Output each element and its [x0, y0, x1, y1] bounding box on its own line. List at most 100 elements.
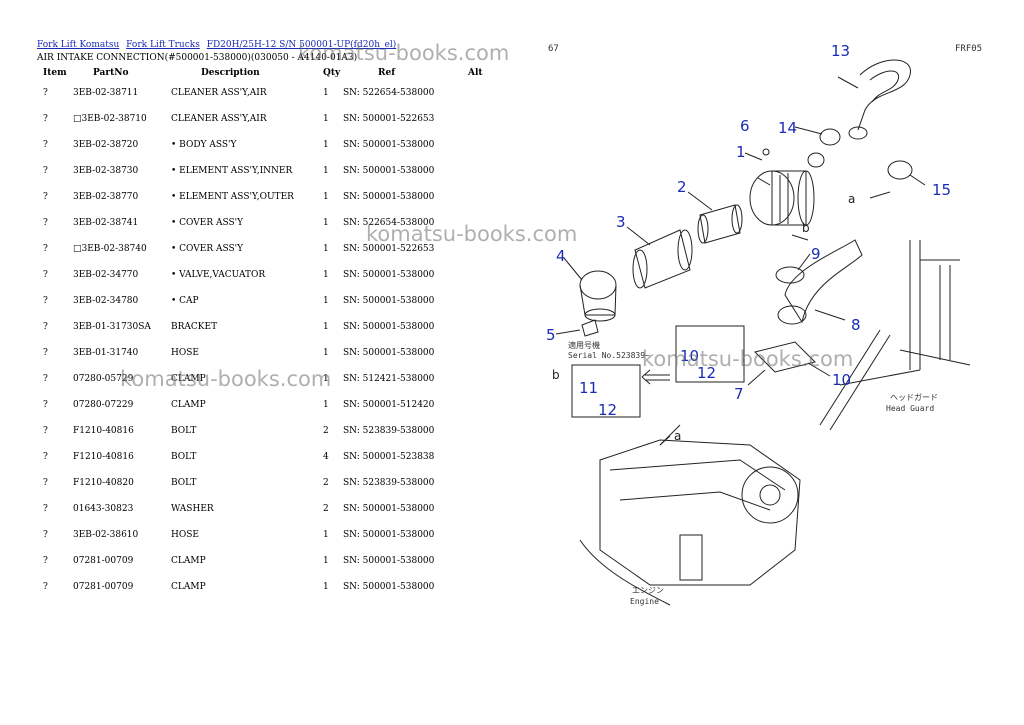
head-guard-frame-drawing	[819, 240, 971, 431]
cell-description: BOLT	[171, 452, 197, 462]
cell-description: BRACKET	[171, 322, 218, 332]
cell-alt	[468, 184, 498, 210]
cell-qty: 1	[323, 140, 329, 150]
cell-qty: 1	[323, 270, 329, 280]
callout-1: 1	[736, 143, 746, 161]
cell-item: ?	[43, 400, 48, 410]
cell-alt	[468, 444, 498, 470]
cell-item: ?	[43, 348, 48, 358]
cell-description: WASHER	[171, 504, 214, 514]
cell-ref: SN: 500001-538000	[343, 270, 435, 280]
cell-qty: 1	[323, 348, 329, 358]
cell-item: ?	[43, 582, 48, 592]
cell-description: • COVER ASS'Y	[171, 244, 244, 254]
callout-10-detail: 10	[680, 347, 699, 365]
cell-alt	[468, 236, 498, 262]
callout-6: 6	[740, 117, 750, 135]
cell-description: • ELEMENT ASS'Y,INNER	[171, 166, 293, 176]
head-guard-label: Head Guard	[886, 404, 934, 413]
cell-partno: 3EB-02-38730	[73, 166, 139, 176]
cell-ref: SN: 500001-512420	[343, 400, 435, 410]
table-header-row: Item PartNo Description Qty Ref Alt	[37, 66, 498, 80]
cell-description: • CAP	[171, 296, 199, 306]
header-partno: PartNo	[93, 68, 129, 78]
cell-alt	[468, 262, 498, 288]
callout-9: 9	[811, 245, 821, 263]
breadcrumb-link-brand[interactable]: Fork Lift Komatsu	[37, 40, 120, 50]
engine-label: Engine	[630, 597, 659, 606]
cell-description: HOSE	[171, 348, 199, 358]
callout-2: 2	[677, 178, 687, 196]
callout-15: 15	[932, 181, 951, 199]
hose-8-drawing	[775, 239, 863, 325]
cell-partno: 3EB-01-31740	[73, 348, 139, 358]
cell-qty: 1	[323, 296, 329, 306]
cell-partno: 3EB-02-34780	[73, 296, 139, 306]
arrow-label-b-top: b	[802, 221, 810, 235]
callout-12: 12	[598, 401, 617, 419]
detail-box-bracket	[675, 325, 745, 383]
cell-qty: 1	[323, 88, 329, 98]
head-guard-label-ja: ヘッドガード	[890, 392, 938, 402]
cell-item: ?	[43, 192, 48, 202]
engine-label-ja: エンジン	[632, 586, 664, 595]
cell-item: ?	[43, 374, 48, 384]
cell-item: ?	[43, 218, 48, 228]
cell-qty: 1	[323, 400, 329, 410]
cell-alt	[468, 496, 498, 522]
breadcrumb-link-model[interactable]: FD20H/25H-12 S/N 500001-UP(fd20h_el)	[206, 40, 397, 50]
cell-alt	[468, 548, 498, 574]
cell-item: ?	[43, 296, 48, 306]
cell-ref: SN: 522654-538000	[343, 88, 435, 98]
cell-qty: 2	[323, 426, 329, 436]
cell-item: ?	[43, 452, 48, 462]
cell-ref: SN: 500001-538000	[343, 192, 435, 202]
cell-ref: SN: 500001-522653	[343, 114, 435, 124]
breadcrumb: Fork Lift Komatsu Fork Lift Trucks FD20H…	[37, 40, 400, 50]
cell-description: CLEANER ASS'Y,AIR	[171, 88, 267, 98]
cell-partno: 01643-30823	[73, 504, 134, 514]
serial-note-ja: 適用号機	[568, 340, 600, 350]
cell-alt	[468, 106, 498, 132]
cell-description: • VALVE,VACUATOR	[171, 270, 266, 280]
cell-description: • BODY ASS'Y	[171, 140, 237, 150]
cell-qty: 1	[323, 192, 329, 202]
cell-partno: 07280-05729	[73, 374, 134, 384]
cell-description: BOLT	[171, 478, 197, 488]
cell-item: ?	[43, 114, 48, 124]
cover-drawing	[579, 270, 617, 322]
cell-item: ?	[43, 530, 48, 540]
cell-alt	[468, 80, 498, 106]
cell-partno: 3EB-02-38711	[73, 88, 139, 98]
cell-alt	[468, 574, 498, 600]
callout-8: 8	[851, 316, 861, 334]
cell-partno: 3EB-02-38610	[73, 530, 139, 540]
cell-qty: 1	[323, 166, 329, 176]
cell-description: HOSE	[171, 530, 199, 540]
cell-partno: F1210-40820	[73, 478, 134, 488]
breadcrumb-link-category[interactable]: Fork Lift Trucks	[126, 40, 200, 50]
hose-13-drawing	[857, 59, 911, 131]
cell-partno: F1210-40816	[73, 452, 134, 462]
arrow-label-a-engine: a	[674, 429, 681, 443]
header-ref: Ref	[378, 68, 396, 78]
engine-drawing	[579, 424, 801, 606]
cell-alt	[468, 158, 498, 184]
cell-ref: SN: 512421-538000	[343, 374, 435, 384]
cell-ref: SN: 500001-538000	[343, 348, 435, 358]
callout-3: 3	[616, 213, 626, 231]
cell-qty: 4	[323, 452, 329, 462]
cell-item: ?	[43, 166, 48, 176]
cell-item: ?	[43, 244, 48, 254]
bracket-drawing	[754, 341, 816, 373]
cell-qty: 1	[323, 218, 329, 228]
cell-description: CLEANER ASS'Y,AIR	[171, 114, 267, 124]
